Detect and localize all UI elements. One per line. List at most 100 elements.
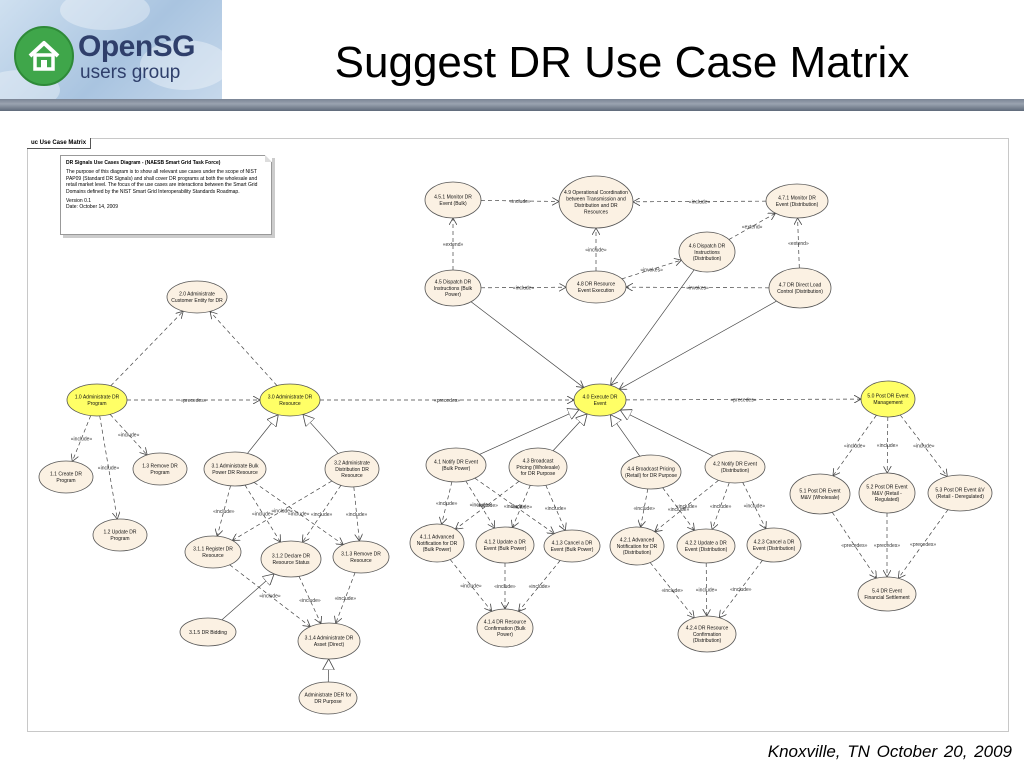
relation-label: «precedes»	[910, 542, 936, 548]
use-case-label: 4.1.4 DR Resource	[484, 619, 527, 625]
use-case-label: between Transmission and	[566, 197, 626, 203]
relation-label: «include»	[710, 504, 732, 510]
use-case-ellipse	[476, 608, 534, 648]
use-case-ellipse	[508, 447, 568, 487]
use-case-ellipse	[677, 615, 737, 653]
use-case-ellipse	[746, 527, 802, 563]
use-case-label: 1.2 Update DR	[103, 530, 136, 536]
use-case-label: 4.2.3 Cancel a DR	[754, 540, 795, 546]
use-case-ellipse	[260, 540, 322, 578]
use-case-label: Notification for DR	[417, 541, 458, 547]
use-case-label: (Distribution)	[623, 550, 652, 556]
relation-label: «include»	[470, 503, 492, 509]
use-case-label: Resource	[341, 473, 363, 479]
use-case-ellipse	[425, 447, 487, 483]
relation-label: «include»	[509, 199, 531, 205]
use-case-label: Confirmation (Bulk	[484, 626, 526, 632]
use-case-label: Event (Distribution)	[776, 202, 819, 208]
relation-label: «invokes»	[640, 267, 663, 273]
use-case-label: DR Purpose	[314, 699, 341, 705]
relation-uc50-uc52	[887, 416, 888, 473]
relation-uc10-uc12	[99, 415, 118, 519]
use-case-label: 4.9 Operational Coordination	[564, 190, 628, 196]
relation-uc44-uc40	[610, 415, 641, 457]
use-case-ellipse	[704, 450, 766, 484]
relation-label: «extend»	[788, 241, 809, 247]
use-case-label: 4.5 Dispatch DR	[435, 279, 472, 285]
use-case-ellipse	[203, 451, 267, 487]
relation-label: «include»	[504, 504, 526, 510]
use-case-label: Administrate DER for	[305, 693, 352, 699]
use-case-label: Program	[56, 478, 75, 484]
relation-uc53-uc54	[898, 509, 949, 579]
relation-uc30-uc20	[210, 311, 278, 386]
use-case-label: Resource Status	[273, 560, 310, 566]
relation-uc42-uc422	[712, 482, 730, 530]
relation-label: «include»	[288, 511, 310, 517]
use-case-label: Control (Distribution)	[777, 289, 823, 295]
use-case-label: 3.1.3 Remove DR	[341, 552, 381, 558]
use-case-label: Event Execution	[578, 288, 614, 294]
house-icon	[14, 26, 74, 86]
use-case-label: 1.3 Remove DR	[142, 464, 178, 470]
slide-header: OpenSG users group Suggest DR Use Case M…	[0, 0, 1024, 103]
relation-label: «include»	[271, 509, 293, 515]
relation-label: «include»	[585, 248, 607, 254]
use-case-label: for DR Purpose	[521, 471, 556, 477]
diagram-note: DR Signals Use Cases Diagram - (NAESB Sm…	[60, 155, 272, 235]
use-case-label: 4.8 DR Resource	[577, 282, 616, 288]
relation-uc32-uc312	[302, 485, 342, 542]
logo-brand: OpenSG	[78, 30, 196, 63]
relation-uc46-uc471	[728, 213, 776, 240]
use-case-label: 4.1.2 Update a DR	[484, 540, 526, 546]
relation-uc311-uc314	[229, 564, 311, 627]
relation-uc45-uc48	[480, 287, 566, 288]
relation-uc31-uc30	[247, 415, 278, 454]
use-case-label: 5.0 Post DR Event	[867, 394, 909, 400]
use-case-label: Management	[873, 400, 903, 406]
use-case-label: Notification for DR	[617, 544, 658, 550]
use-case-label: Power DR Resource	[212, 470, 258, 476]
use-case-ellipse	[620, 454, 682, 490]
use-case-label: Power)	[497, 632, 513, 638]
use-case-label: (Retail - Deregulated)	[936, 494, 984, 500]
relation-uc31-uc311	[217, 485, 231, 536]
relation-uc423-uc424	[719, 560, 763, 617]
use-case-label: Customer Entity for DR	[171, 298, 223, 304]
relation-uc41-uc412	[465, 480, 495, 528]
use-case-label: 4.1.1 Advanced	[420, 534, 455, 540]
use-case-label: M&V (Retail -	[872, 491, 902, 497]
relation-label: «include»	[513, 286, 535, 292]
use-case-ellipse	[409, 523, 465, 563]
use-case-ellipse	[475, 526, 535, 564]
relation-label: «precedes»	[180, 398, 206, 404]
use-case-ellipse	[565, 270, 627, 304]
use-case-ellipse	[259, 383, 321, 417]
relation-label: «include»	[676, 504, 698, 510]
relation-label: «precedes»	[841, 543, 867, 549]
use-case-ellipse	[860, 380, 916, 418]
use-case-label: 4.7 DR Direct Load	[779, 283, 822, 289]
use-case-ellipse	[332, 540, 390, 574]
relation-uc42-uc40	[620, 410, 714, 457]
diagram-frame-label: uc Use Case Matrix	[27, 138, 92, 149]
use-case-ellipse	[324, 450, 380, 488]
use-case-label: 4.2.2 Update a DR	[685, 541, 727, 547]
use-case-label: (Retail) for DR Purpose	[625, 473, 677, 479]
use-case-label: 4.1 Notify DR Event	[434, 460, 479, 466]
use-case-ellipse	[92, 518, 148, 552]
